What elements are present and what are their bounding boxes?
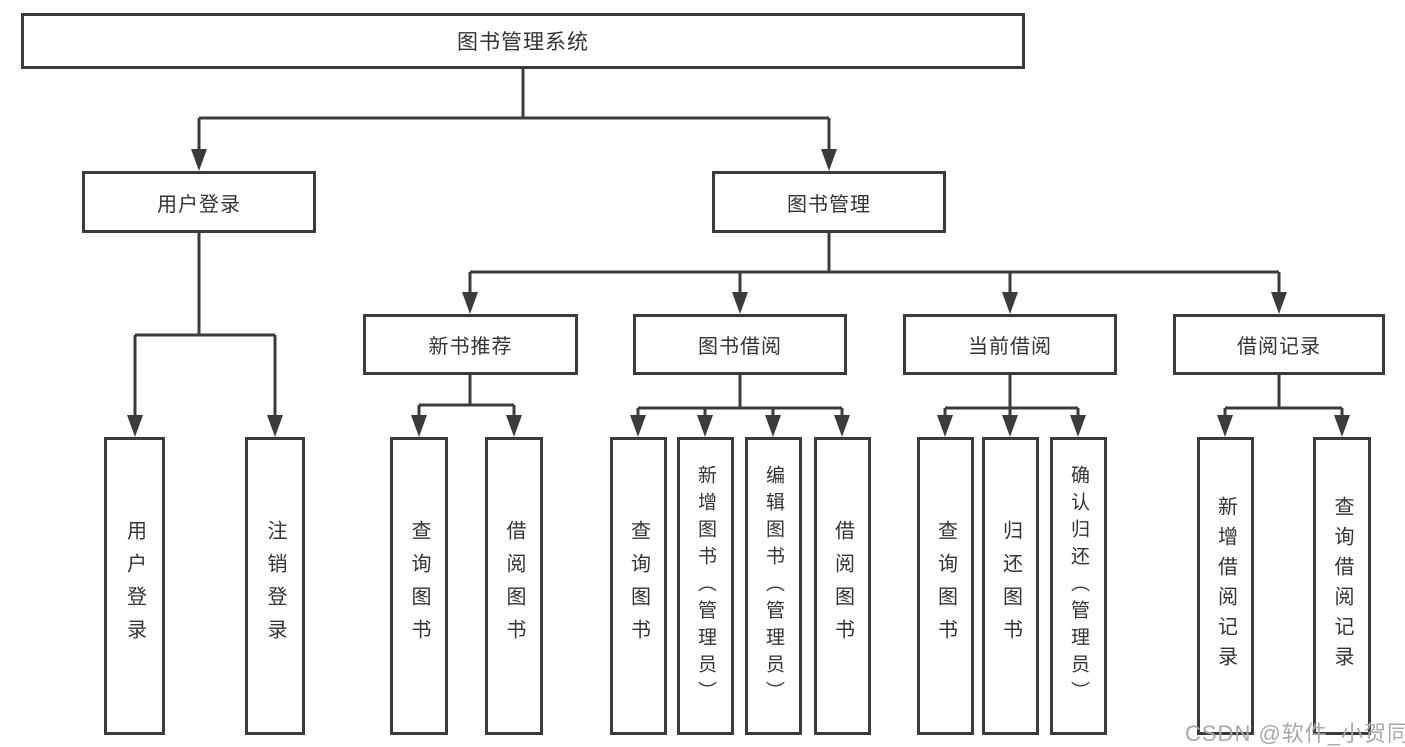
leaf-query-books-1: 查询图书: [390, 437, 448, 735]
leaf-query-books-3: 查询图书: [917, 437, 974, 735]
leaf-edit-books-admin: 编辑图书（管理员）: [745, 437, 802, 735]
leaf-query-borrow-record: 查询借阅记录: [1313, 437, 1371, 735]
leaf-user-login-label: 用户登录: [123, 520, 146, 652]
leaf-borrow-books-1-label: 借阅图书: [503, 520, 525, 652]
leaf-confirm-return-admin: 确认归还（管理员）: [1050, 437, 1107, 735]
leaf-query-borrow-record-label: 查询借阅记录: [1331, 496, 1353, 676]
node-new-book-recommend-label: 新书推荐: [428, 336, 513, 358]
leaf-borrow-books-2: 借阅图书: [814, 437, 871, 735]
leaf-logout: 注销登录: [245, 437, 305, 735]
leaf-add-borrow-record-label: 新增借阅记录: [1214, 496, 1237, 676]
leaf-add-books-admin-label: 新增图书（管理员）: [695, 464, 716, 708]
node-borrowing-records-label: 借阅记录: [1237, 336, 1321, 358]
leaf-user-login: 用户登录: [104, 437, 165, 735]
node-book-borrowing-label: 图书借阅: [698, 336, 782, 358]
node-new-book-recommend: 新书推荐: [363, 314, 578, 375]
leaf-query-books-1-label: 查询图书: [408, 520, 430, 652]
node-user-login-label: 用户登录: [157, 193, 241, 216]
leaf-borrow-books-1: 借阅图书: [485, 437, 543, 735]
leaf-return-books: 归还图书: [982, 437, 1039, 735]
node-book-borrowing: 图书借阅: [633, 314, 847, 375]
node-root: 图书管理系统: [21, 13, 1025, 69]
leaf-add-borrow-record: 新增借阅记录: [1197, 437, 1254, 735]
leaf-return-books-label: 归还图书: [999, 520, 1022, 652]
leaf-logout-label: 注销登录: [264, 520, 286, 652]
leaf-borrow-books-2-label: 借阅图书: [831, 520, 854, 652]
node-user-login: 用户登录: [82, 171, 316, 233]
arrowheads: [127, 149, 1350, 437]
leaf-query-books-2-label: 查询图书: [627, 520, 650, 652]
leaf-add-books-admin: 新增图书（管理员）: [677, 437, 734, 735]
leaf-confirm-return-admin-label: 确认归还（管理员）: [1068, 464, 1089, 708]
node-current-borrowing: 当前借阅: [903, 314, 1117, 375]
node-book-management: 图书管理: [712, 171, 946, 233]
leaf-query-books-2: 查询图书: [610, 437, 667, 735]
node-book-management-label: 图书管理: [787, 193, 871, 216]
leaf-query-books-3-label: 查询图书: [934, 520, 957, 652]
watermark: CSDN @软件_小贺同学: [1185, 721, 1405, 746]
node-borrowing-records: 借阅记录: [1173, 314, 1385, 375]
node-current-borrowing-label: 当前借阅: [968, 336, 1052, 358]
node-root-label: 图书管理系统: [457, 31, 589, 54]
leaf-edit-books-admin-label: 编辑图书（管理员）: [763, 464, 784, 708]
